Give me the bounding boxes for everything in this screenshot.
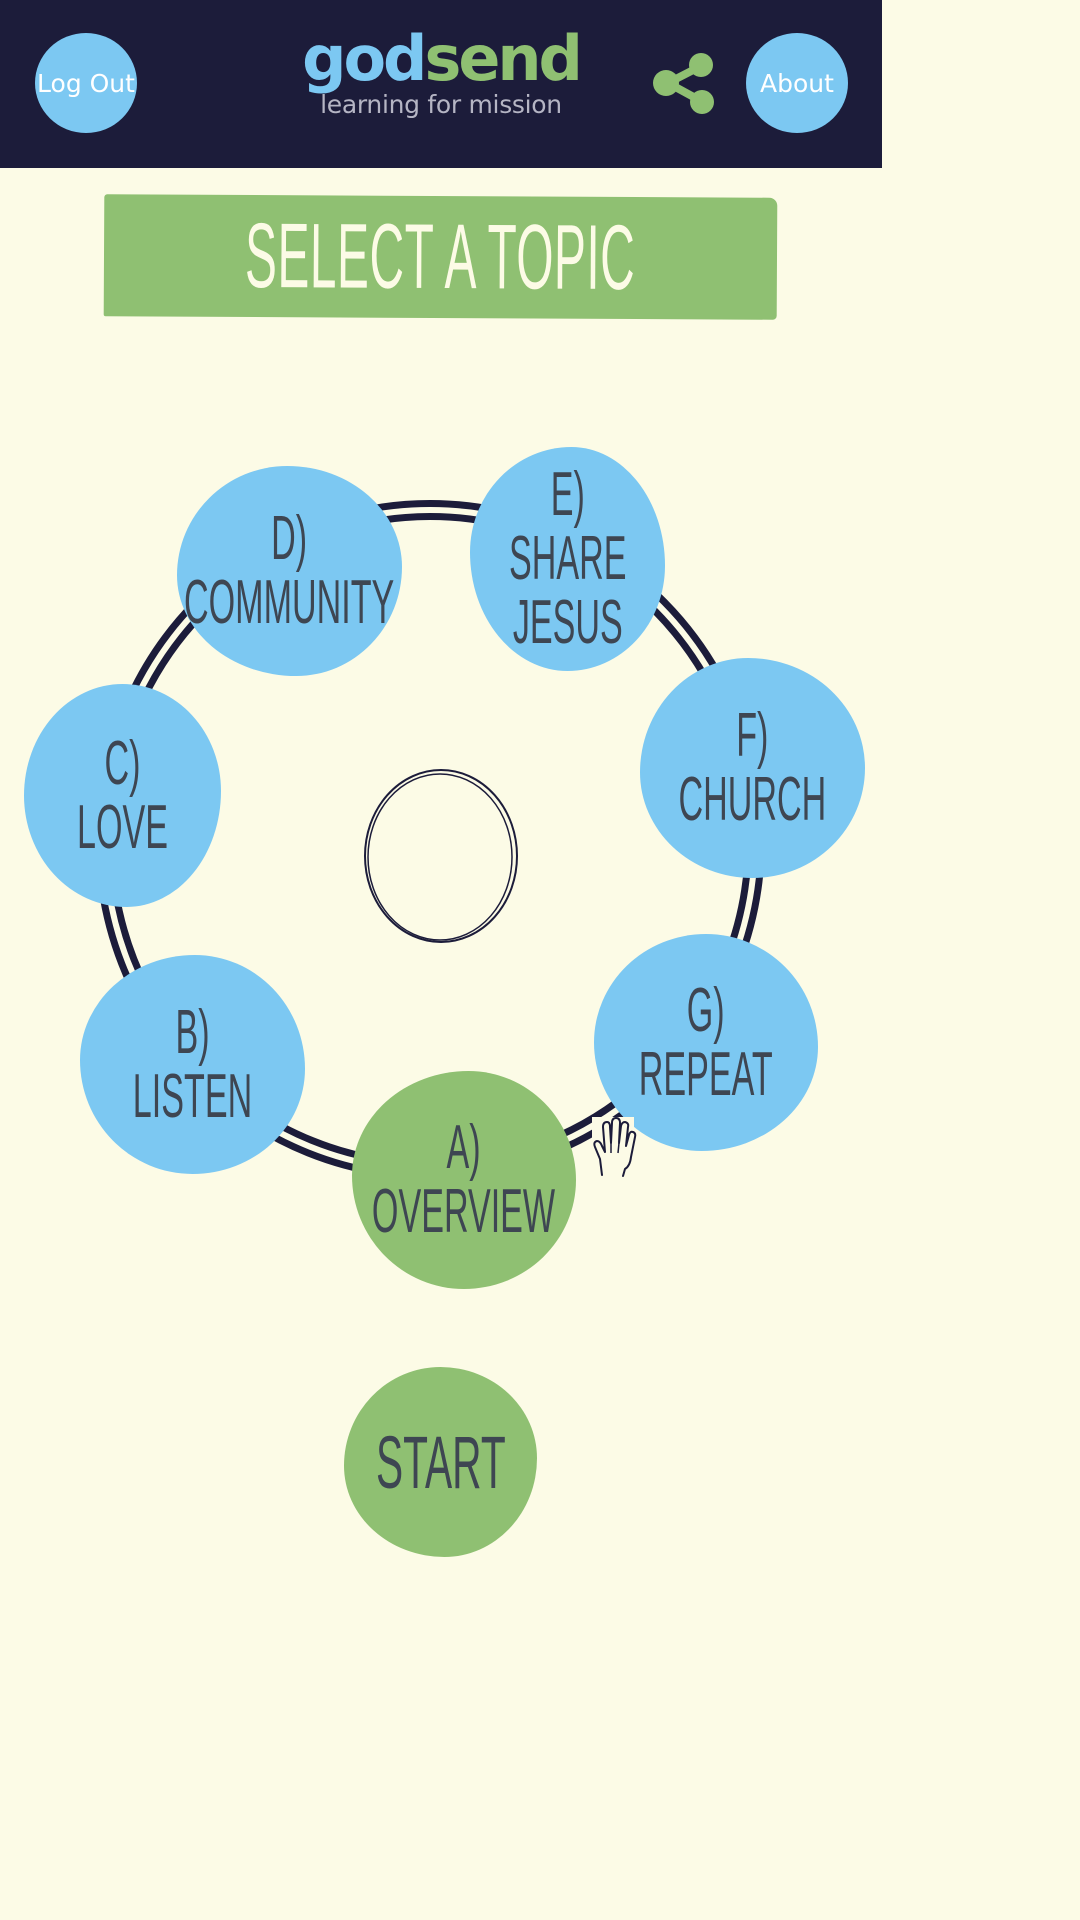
topic-a-overview[interactable]: A) OVERVIEW — [352, 1071, 576, 1289]
topic-c-love[interactable]: C) LOVE — [24, 684, 221, 907]
share-icon[interactable] — [651, 52, 717, 116]
topic-c-label: C) LOVE — [77, 728, 168, 862]
title-banner: SELECT A TOPIC — [103, 194, 778, 320]
page-title: SELECT A TOPIC — [245, 204, 636, 309]
topic-f-label: F) CHURCH — [678, 701, 827, 834]
waving-hand-icon — [592, 1117, 637, 1177]
topic-b-label: B) LISTEN — [132, 997, 253, 1131]
about-button[interactable]: About — [746, 33, 848, 133]
start-label: START — [375, 1420, 506, 1504]
logo-wordmark: godsend — [300, 22, 583, 96]
topic-a-label: A) OVERVIEW — [372, 1113, 556, 1246]
start-button[interactable]: START — [344, 1367, 537, 1557]
logo-word-send: send — [424, 22, 582, 95]
topic-g-label: G) REPEAT — [639, 975, 773, 1109]
logout-button[interactable]: Log Out — [35, 33, 137, 133]
topic-b-listen[interactable]: B) LISTEN — [80, 955, 305, 1174]
topic-e-share-jesus[interactable]: E) SHARE JESUS — [470, 447, 665, 671]
center-circle — [364, 769, 518, 943]
logo-word-god: god — [302, 22, 427, 95]
godsend-logo: godsend learning for mission — [300, 22, 583, 120]
topic-d-label: D) COMMUNITY — [184, 504, 395, 637]
topic-g-repeat[interactable]: G) REPEAT — [594, 934, 818, 1151]
about-label: About — [760, 68, 834, 98]
header-bar: Log Out godsend learning for mission Abo… — [0, 0, 882, 168]
topic-d-community[interactable]: D) COMMUNITY — [177, 466, 402, 676]
topic-f-church[interactable]: F) CHURCH — [640, 658, 865, 878]
topic-e-label: E) SHARE JESUS — [508, 460, 627, 657]
logout-label: Log Out — [37, 68, 135, 98]
logo-tagline: learning for mission — [320, 90, 562, 119]
